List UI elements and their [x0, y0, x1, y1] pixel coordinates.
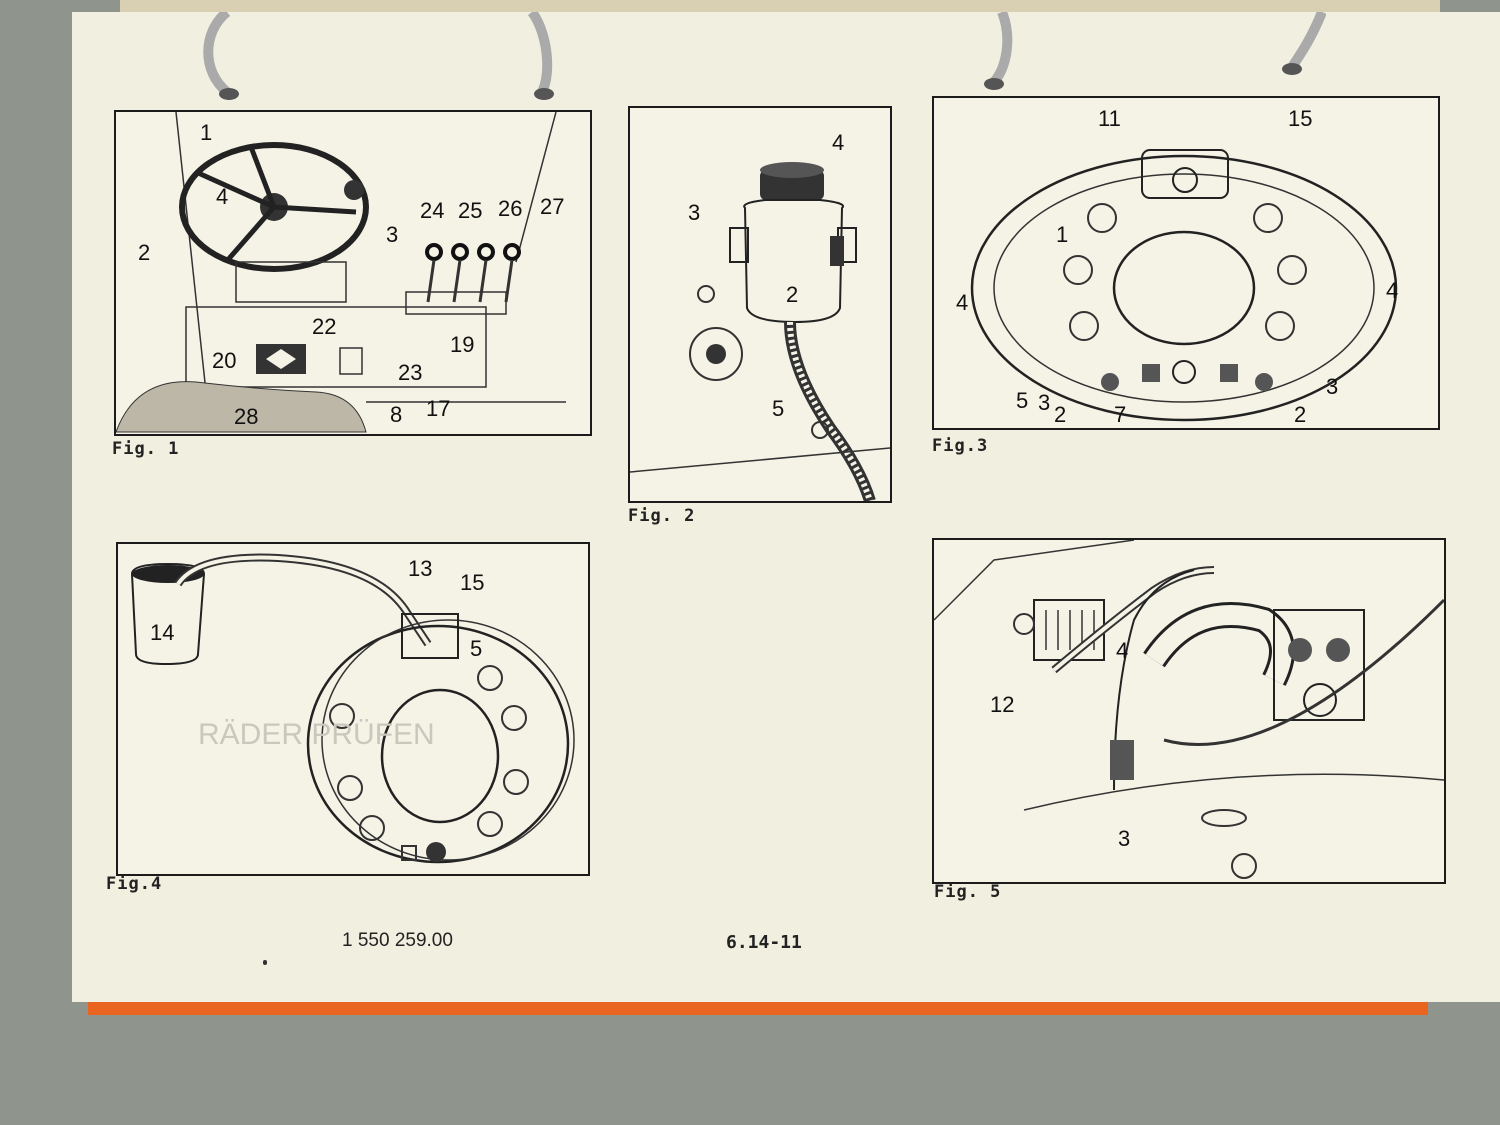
fig3-label-5: 5 [1016, 388, 1028, 413]
fig2-label-5: 5 [772, 396, 784, 421]
fig3-label-11: 11 [1098, 106, 1121, 131]
binder-ring-3 [984, 12, 1013, 90]
page-number: 6.14-11 [726, 932, 802, 953]
fig5-label-3: 3 [1118, 826, 1130, 851]
fig3-label-2a: 2 [1054, 402, 1066, 427]
part-number: 1 550 259.00 [342, 930, 453, 951]
fig1-label-23: 23 [398, 360, 422, 385]
fig5-label-12: 12 [990, 692, 1014, 717]
fig4-label-15: 15 [460, 570, 484, 595]
figure-3-drawing: 11 15 1 4 4 5 3 2 7 2 3 [956, 106, 1398, 427]
fig2-label-3: 3 [688, 200, 700, 225]
fig2-label-2: 2 [786, 282, 798, 307]
fig4-label-14: 14 [150, 620, 174, 645]
figure-4-caption: Fig.4 [106, 874, 163, 894]
fig3-label-2b: 2 [1294, 402, 1306, 427]
fig1-label-27: 27 [540, 194, 564, 219]
fig1-label-8: 8 [390, 402, 402, 427]
figure-5: 4 12 3 [932, 538, 1446, 884]
fig4-label-5: 5 [470, 636, 482, 661]
figure-4-drawing: RÄDER PRÜFEN 13 15 14 5 [130, 553, 575, 864]
figure-1: 1 2 3 4 24 25 26 27 22 19 20 23 28 17 8 [114, 110, 592, 436]
figure-5-caption: Fig. 5 [934, 882, 1002, 902]
binder-ring-1 [203, 12, 239, 100]
fig4-watermark: RÄDER PRÜFEN [198, 718, 435, 751]
fig4-label-13: 13 [408, 556, 432, 581]
fig1-label-3: 3 [386, 222, 398, 247]
fig1-label-28: 28 [234, 404, 258, 429]
figure-2-caption: Fig. 2 [628, 506, 696, 526]
fig1-label-20: 20 [212, 348, 236, 373]
fig3-label-3b: 3 [1326, 374, 1338, 399]
figure-4: RÄDER PRÜFEN 13 15 14 5 [116, 542, 590, 876]
fig1-label-1: 1 [200, 120, 212, 145]
binder-ring-4 [1282, 12, 1326, 75]
fig3-label-4a: 4 [956, 290, 968, 315]
figure-1-caption: Fig. 1 [112, 439, 180, 459]
fig1-label-25: 25 [458, 198, 482, 223]
fig1-label-24: 24 [420, 198, 444, 223]
fig1-label-22: 22 [312, 314, 336, 339]
figure-5-drawing: 4 12 3 [934, 540, 1444, 879]
binder-ring-2 [527, 12, 554, 100]
fig3-label-3a: 3 [1038, 390, 1050, 415]
figure-3: 11 15 1 4 4 5 3 2 7 2 3 [932, 96, 1440, 430]
fig2-label-4: 4 [832, 130, 844, 155]
figure-3-caption: Fig.3 [932, 436, 989, 456]
fig1-label-19: 19 [450, 332, 474, 357]
fig1-label-2: 2 [138, 240, 150, 265]
fig1-label-4: 4 [216, 184, 228, 209]
fig3-label-7: 7 [1114, 402, 1126, 427]
fig1-label-26: 26 [498, 196, 522, 221]
figure-2: 4 3 2 5 [628, 106, 892, 503]
fig3-label-4b: 4 [1386, 278, 1398, 303]
fig3-label-1: 1 [1056, 222, 1068, 247]
fig1-label-17: 17 [426, 396, 450, 421]
fig5-label-4: 4 [1116, 638, 1128, 663]
fig3-label-15: 15 [1288, 106, 1312, 131]
figure-1-drawing: 1 2 3 4 24 25 26 27 22 19 20 23 28 17 8 [116, 112, 566, 433]
page-speck [263, 960, 267, 965]
figure-2-drawing: 4 3 2 5 [630, 130, 890, 501]
manual-page: 1 2 3 4 24 25 26 27 22 19 20 23 28 17 8 … [72, 12, 1500, 1002]
